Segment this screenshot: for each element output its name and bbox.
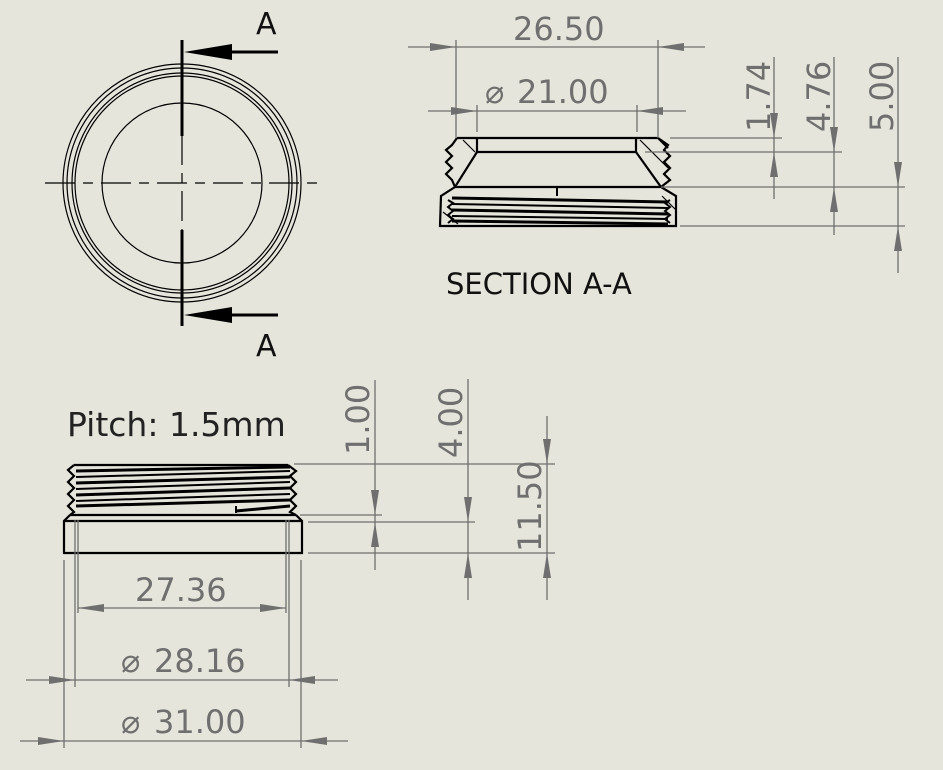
- section-marker-top: A: [256, 7, 277, 42]
- section-arrow-top-icon: [184, 44, 278, 60]
- dim-total-height: 11.50: [511, 416, 551, 600]
- section-arrow-bottom-icon: [184, 307, 278, 323]
- svg-text:5.00: 5.00: [863, 61, 901, 132]
- svg-text:26.50: 26.50: [513, 10, 605, 48]
- dim-neck-height: 4.00: [432, 379, 472, 600]
- section-title: SECTION A-A: [446, 267, 632, 301]
- diameter-symbol-icon: ⌀: [121, 642, 140, 680]
- svg-text:1.74: 1.74: [740, 61, 778, 132]
- dim-depth-2: 4.76: [800, 57, 838, 235]
- svg-text:28.16: 28.16: [154, 642, 246, 680]
- dim-inner-diameter: ⌀ 21.00: [428, 73, 686, 132]
- side-view: Pitch: 1.5mm 1.00: [20, 379, 555, 748]
- svg-text:27.36: 27.36: [135, 571, 227, 609]
- front-circular-view: A A: [45, 7, 320, 364]
- external-thread-lines: [75, 465, 291, 513]
- dim-overall-width: 26.50: [408, 10, 705, 138]
- section-marker-bottom: A: [256, 329, 277, 364]
- pitch-note: Pitch: 1.5mm: [67, 405, 286, 444]
- internal-thread-lines: [446, 187, 672, 226]
- svg-text:21.00: 21.00: [517, 73, 609, 111]
- dim-thread-major-diameter: ⌀ 28.16: [26, 642, 338, 684]
- dim-height: 5.00: [863, 57, 902, 273]
- svg-text:31.00: 31.00: [154, 703, 246, 741]
- svg-text:11.50: 11.50: [511, 460, 549, 552]
- dim-depth-1: 1.74: [740, 57, 778, 199]
- svg-text:1.00: 1.00: [339, 384, 377, 455]
- diameter-symbol-icon: ⌀: [485, 73, 504, 111]
- section-view: 26.50 ⌀ 21.00 1.74 4.76: [408, 10, 905, 301]
- dim-flange-diameter: ⌀ 31.00: [20, 703, 348, 745]
- svg-text:4.00: 4.00: [432, 387, 470, 458]
- dim-flange-height: 1.00: [339, 380, 379, 570]
- svg-text:4.76: 4.76: [800, 61, 838, 132]
- diameter-symbol-icon: ⌀: [121, 703, 140, 741]
- dim-thread-root-width: 27.36: [78, 571, 286, 612]
